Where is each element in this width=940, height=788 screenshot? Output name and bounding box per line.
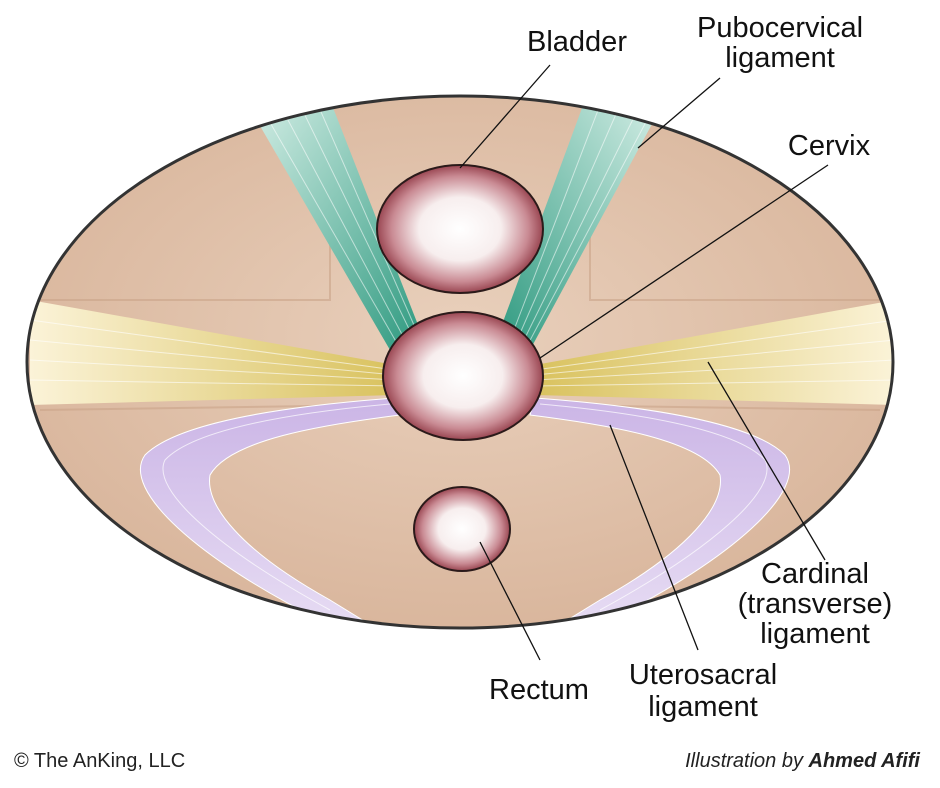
cardinal-ligament	[29, 300, 893, 405]
pubocervical-leader	[637, 77, 721, 149]
illustrator-name: Ahmed Afifi	[808, 750, 920, 772]
uterosacral-leader	[609, 424, 699, 651]
label-cardinal-line3: ligament	[760, 618, 870, 650]
pelvic-oval-outline	[25, 94, 895, 630]
label-cardinal-line1: Cardinal	[761, 558, 869, 590]
cervix-leader	[539, 164, 829, 359]
bladder	[376, 164, 544, 294]
label-uterosacral-line2: ligament	[648, 691, 758, 723]
label-pubocervical-line2: ligament	[725, 42, 835, 74]
rectum-leader	[479, 541, 541, 661]
copyright-notice: © The AnKing, LLC	[14, 750, 186, 772]
label-pubocervical-line1: Pubocervical	[697, 12, 863, 44]
rectum	[413, 486, 511, 572]
label-cervix: Cervix	[788, 130, 871, 162]
label-rectum: Rectum	[489, 674, 589, 706]
pubocervical-ligament	[245, 100, 665, 350]
illustration-credit-prefix: Illustration by	[685, 750, 809, 772]
label-cardinal-line2: (transverse)	[738, 588, 893, 620]
bladder-leader	[459, 64, 551, 169]
cardinal-leader	[707, 361, 826, 561]
label-bladder: Bladder	[527, 26, 627, 58]
cervix	[382, 311, 544, 441]
leader-lines	[459, 64, 829, 661]
label-uterosacral-line1: Uterosacral	[629, 659, 777, 691]
illustration-credit: Illustration by Ahmed Afifi	[685, 750, 920, 773]
